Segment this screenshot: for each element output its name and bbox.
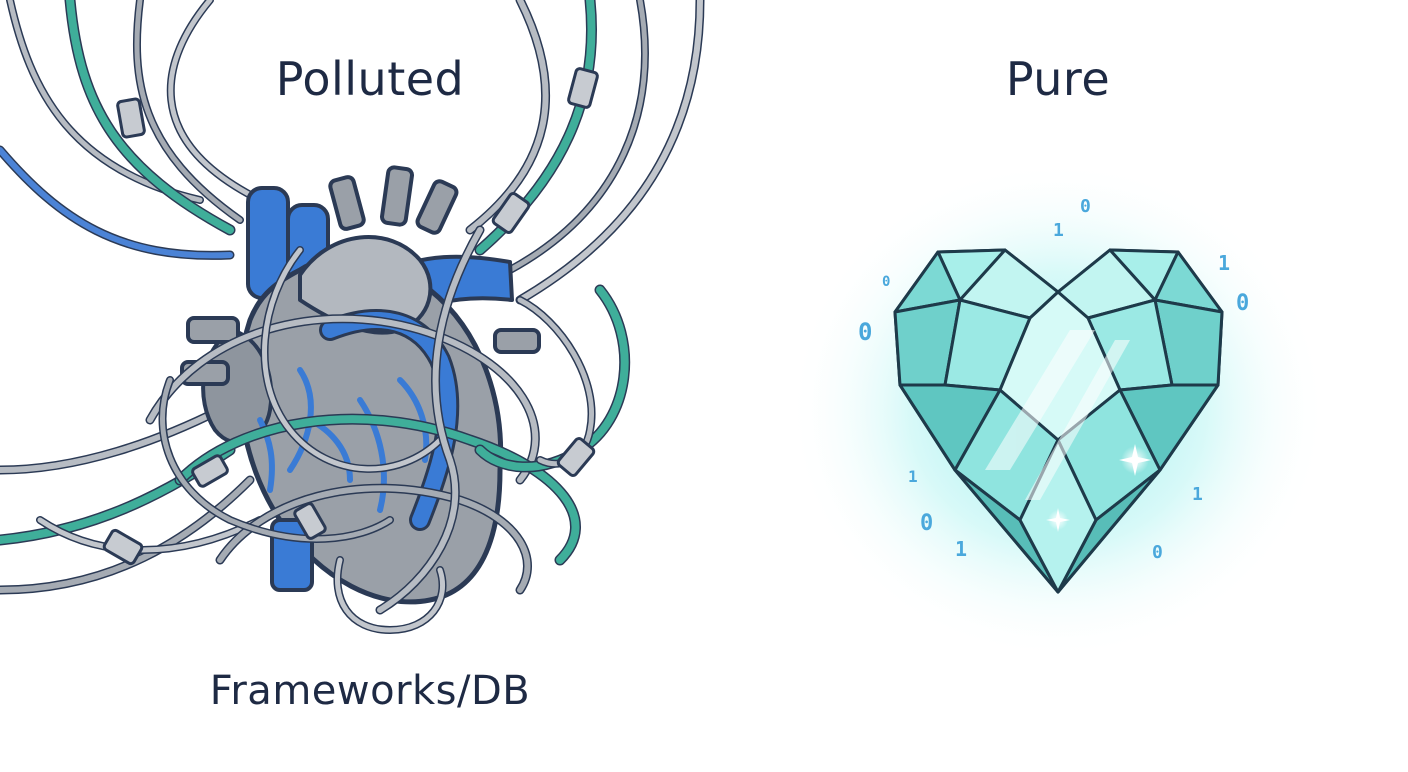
binary-digits: 0 1 0 1 0 0 1 1 0 1 0 (858, 196, 1249, 563)
binary-digit: 0 (882, 274, 890, 290)
pure-title: Pure (1005, 52, 1111, 106)
wire-clamps (102, 67, 599, 566)
binary-digit: 0 (920, 511, 933, 536)
sparkle-icon (1046, 444, 1151, 532)
glass-glare (985, 330, 1130, 500)
binary-digit: 1 (908, 467, 918, 486)
binary-digit: 1 (1218, 251, 1230, 275)
polluted-title: Polluted (275, 52, 465, 106)
binary-digit: 0 (858, 318, 872, 346)
binary-digit: 0 (1080, 196, 1091, 217)
crystal-heart-icon: 0 1 0 1 0 0 1 1 0 1 0 (788, 160, 1328, 660)
binary-digit: 1 (1053, 220, 1064, 241)
tangled-anatomical-heart-icon (0, 0, 705, 634)
binary-digit: 0 (1236, 291, 1249, 316)
binary-digit: 1 (1192, 484, 1203, 505)
frameworks-db-caption: Frameworks/DB (209, 668, 531, 714)
binary-digit: 1 (955, 537, 967, 561)
binary-digit: 0 (1152, 542, 1163, 563)
